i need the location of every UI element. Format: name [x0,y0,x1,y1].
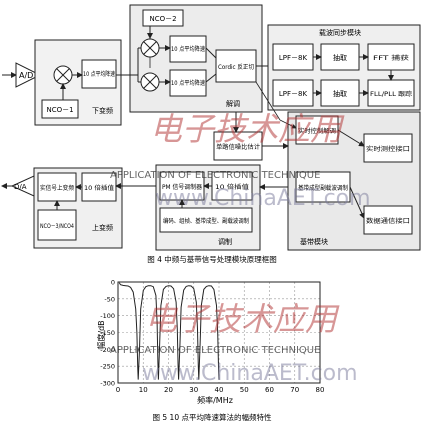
cordic-label: Cordic 反正切 [218,63,254,71]
ad-converter [15,62,42,88]
downconv-nco [41,99,79,119]
mod-interp-label: 10 倍插值 [215,183,249,191]
baseband-mod-label: 基带成型副载波调制 [298,184,348,192]
data-comm-label: 数据通信接口 [366,217,410,225]
lpf-block-1 [272,43,314,71]
x-tick-label: 40 [215,386,224,394]
encode-label: 编码、组帧、基带成型、副载波调制 [163,217,249,225]
x-tick-label: 50 [240,386,249,394]
da-converter [10,175,35,197]
realtime-tm-block [363,133,413,163]
nco3-label: NCO－3/NCO4 [40,223,74,230]
noise-est-label: 单路信噪比估计 [216,143,260,151]
x-tick-label: 20 [164,386,173,394]
y-tick-label: -100 [100,312,115,320]
mod-interp-block [211,171,253,201]
demod-filter-bottom [169,69,207,97]
fft-label: FFT 捕获 [373,54,409,62]
x-tick-label: 30 [189,386,198,394]
baseband-mod-block [295,171,351,203]
da-label: D/A [14,183,27,191]
decim-block-1 [320,43,360,71]
decim-label-1: 抽取 [333,53,347,62]
watermark-english: APPLICATION OF ELECTRONIC TECHNIQUE [110,345,320,356]
downconv-title: 下变频 [92,106,113,115]
x-axis-label: 频率/MHz [197,395,233,405]
watermark-url: www.ChinaAET.com [142,361,358,386]
x-tick-label: 80 [316,386,325,394]
decim-label-2: 抽取 [333,89,347,98]
plot-area [117,281,321,384]
watermark-url: www.ChinaAET.com [155,186,371,211]
upconv-title: 上变频 [92,223,113,232]
y-tick-label: 0 [111,279,115,287]
x-tick-label: 60 [265,386,274,394]
pm-modulator-label: PM 信号调制器 [162,183,202,191]
demod-filter-top-label: 10 点平均降速 [171,45,205,53]
encode-block [159,207,253,233]
baseband-title: 基带模块 [300,237,328,246]
frequency-response-chart: 0 10 20 30 40 50 60 70 80 0 -50 -100 -150 -200 -250 -30… [96,279,358,423]
y-axis-label: 幅度/dB [96,320,106,349]
y-tick-label: -150 [100,329,115,337]
realtime-tm-label: 实时测控接口 [366,145,410,153]
fll-label: FLL/PLL 跟踪 [370,90,412,98]
y-tick-label: -300 [100,380,115,388]
ad-label: A/D [19,71,33,80]
signal-upconv-block [37,172,77,202]
data-comm-block [363,205,413,235]
series-line [118,282,220,380]
x-tick-label: 10 [139,386,148,394]
demod-nco [142,9,184,27]
y-tick-label: -50 [104,295,115,303]
upconv-interp-block [81,172,117,202]
carrier-sync-title: 载波同步模块 [319,28,361,37]
signal-upconv-label: 实信号上变频 [40,184,74,192]
lpf-label-1: LPF－8K [279,54,308,62]
demod-filter-bottom-label: 10 点平均降速 [171,79,205,87]
decim-block-2 [320,79,360,107]
lpf-label-2: LPF－8K [279,90,308,98]
block-diagram: A/D 10 点平均降速 NCO－1 下变频 NCO－2 10 点平均降速 10… [1,4,421,264]
figure5-caption: 图 5 10 点平均降速算法的幅频特性 [153,412,272,422]
demod-filter-top [169,35,207,63]
y-tick-label: -200 [100,346,115,354]
realtime-ctrl-block [295,115,339,145]
nco3-block [37,209,77,241]
downconv-filter-label: 10 点平均降速 [83,70,115,78]
realtime-ctrl-label: 实时控制解调 [298,127,336,135]
x-tick-label: 0 [116,386,120,394]
watermark-brand: 电子技术应用 [150,110,345,148]
figure4-caption: 图 4 中频与基带信号处理模块原理框图 [147,254,277,264]
downconv-nco-label: NCO－1 [46,106,73,114]
x-tick-label: 70 [290,386,299,394]
demod-nco-label: NCO－2 [149,15,176,23]
upconv-interp-label: 10 倍插值 [84,184,114,192]
modulation-title: 调制 [218,237,232,246]
watermark-brand: 电子技术应用 [145,300,340,338]
demod-title: 解调 [226,99,240,108]
y-tick-label: -250 [100,363,115,371]
watermark-english: APPLICATION OF ELECTRONIC TECHNIQUE [110,170,320,181]
